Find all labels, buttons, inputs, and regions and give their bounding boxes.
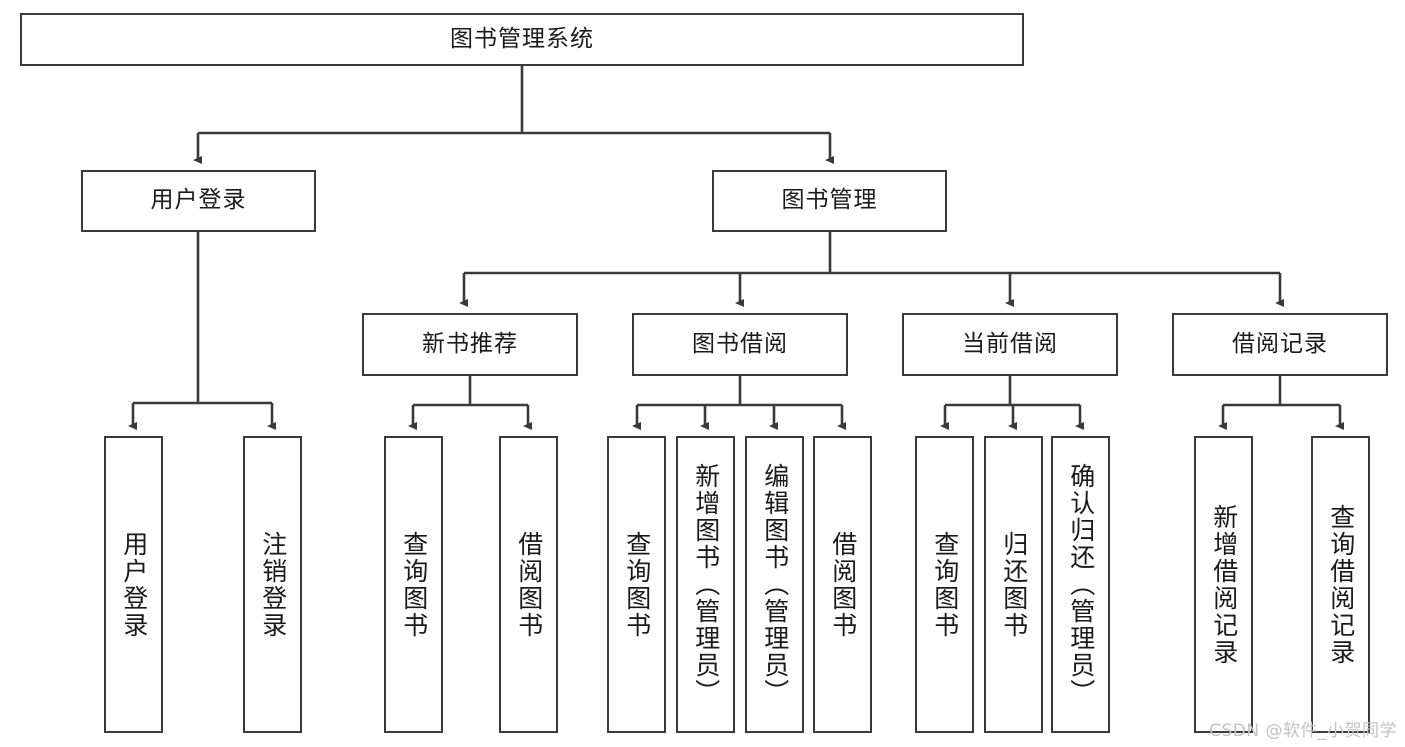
node-label: 确认归还（管理员） <box>1066 463 1096 706</box>
node-label: 查询图书 <box>399 530 429 639</box>
node-book-borrow[interactable]: 图书借阅 <box>632 313 848 376</box>
node-label: 注销登录 <box>258 530 288 639</box>
node-book-management[interactable]: 图书管理 <box>712 170 947 232</box>
node-label: 图书管理系统 <box>450 25 594 52</box>
node-label: 借阅记录 <box>1232 330 1328 357</box>
node-label: 新增图书（管理员） <box>691 463 721 706</box>
node-current-borrow[interactable]: 当前借阅 <box>902 313 1118 376</box>
node-label: 借阅图书 <box>828 530 858 639</box>
leaf-recommend-query-book[interactable]: 查询图书 <box>384 436 443 733</box>
leaf-borrow-add-book-admin[interactable]: 新增图书（管理员） <box>676 436 735 733</box>
leaf-borrow-borrow-book[interactable]: 借阅图书 <box>813 436 872 733</box>
leaf-user-login-login[interactable]: 用户登录 <box>104 436 163 733</box>
node-borrow-record[interactable]: 借阅记录 <box>1172 313 1388 376</box>
node-label: 图书管理 <box>781 187 878 214</box>
leaf-current-query-book[interactable]: 查询图书 <box>915 436 974 733</box>
node-label: 用户登录 <box>150 187 247 214</box>
node-label: 当前借阅 <box>962 330 1058 357</box>
leaf-user-login-logout[interactable]: 注销登录 <box>243 436 302 733</box>
watermark: CSDN @软件_小贺同学 <box>1209 721 1397 741</box>
node-label: 查询图书 <box>622 530 652 639</box>
node-root-system[interactable]: 图书管理系统 <box>20 13 1024 66</box>
node-user-login[interactable]: 用户登录 <box>81 170 316 232</box>
node-label: 查询图书 <box>930 530 960 639</box>
node-label: 新书推荐 <box>422 330 518 357</box>
leaf-current-return-book[interactable]: 归还图书 <box>984 436 1043 733</box>
leaf-record-query-record[interactable]: 查询借阅记录 <box>1311 436 1370 733</box>
leaf-borrow-query-book[interactable]: 查询图书 <box>607 436 666 733</box>
node-label: 归还图书 <box>999 530 1029 639</box>
node-label: 编辑图书（管理员） <box>760 463 790 706</box>
node-label: 图书借阅 <box>692 330 788 357</box>
node-label: 借阅图书 <box>514 530 544 639</box>
leaf-borrow-edit-book-admin[interactable]: 编辑图书（管理员） <box>745 436 804 733</box>
leaf-recommend-borrow-book[interactable]: 借阅图书 <box>499 436 558 733</box>
node-label: 查询借阅记录 <box>1326 503 1356 666</box>
node-new-book-recommend[interactable]: 新书推荐 <box>362 313 578 376</box>
leaf-record-add-record[interactable]: 新增借阅记录 <box>1194 436 1253 733</box>
leaf-current-confirm-return-admin[interactable]: 确认归还（管理员） <box>1051 436 1110 733</box>
node-label: 新增借阅记录 <box>1209 503 1239 666</box>
node-label: 用户登录 <box>119 530 149 639</box>
